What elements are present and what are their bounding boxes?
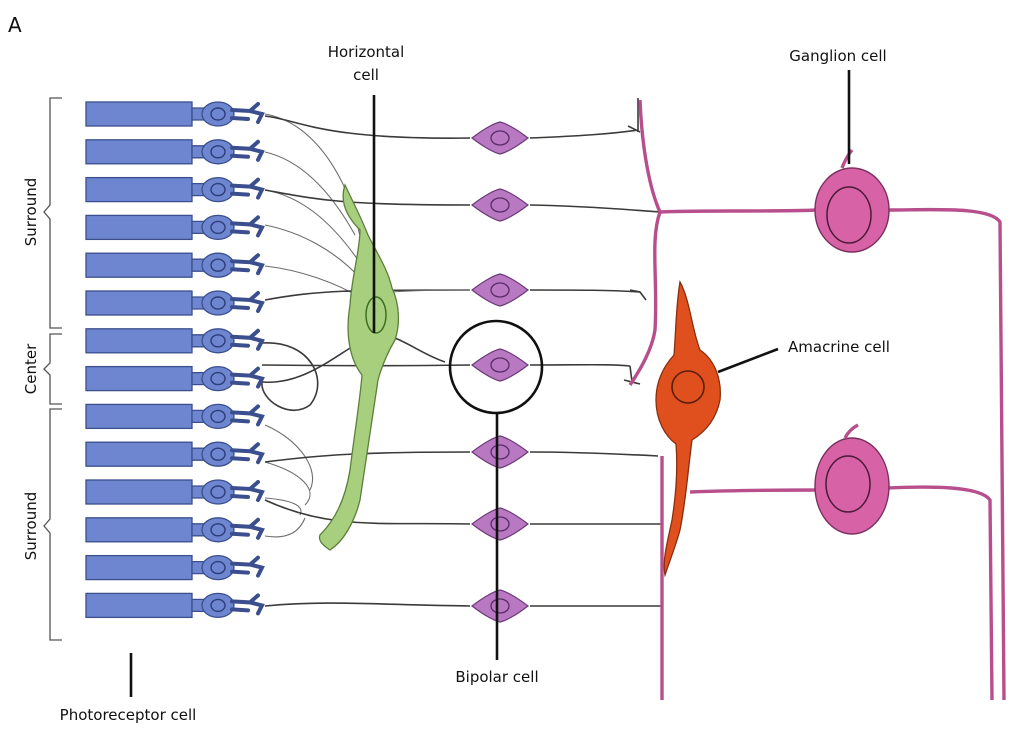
surround-bottom-bracket bbox=[44, 409, 62, 640]
bipolar-wiring bbox=[262, 98, 662, 606]
bipolar-cells bbox=[472, 122, 528, 622]
bipolar-cell bbox=[472, 274, 528, 306]
surround-bottom-label: Surround bbox=[22, 492, 40, 560]
photoreceptor-cell bbox=[86, 329, 262, 353]
bipolar-cell bbox=[472, 349, 528, 381]
ganglion-cell-label: Ganglion cell bbox=[789, 47, 886, 65]
photoreceptor-cell bbox=[86, 291, 262, 315]
horizontal-cell-label-line2: cell bbox=[353, 66, 379, 84]
amacrine-cell bbox=[656, 282, 720, 575]
surround-top-label: Surround bbox=[22, 178, 40, 246]
photoreceptor-cell bbox=[86, 518, 262, 542]
surround-top-bracket bbox=[44, 98, 62, 328]
center-label: Center bbox=[22, 343, 40, 394]
bipolar-cell bbox=[472, 508, 528, 540]
photoreceptor-cell-label: Photoreceptor cell bbox=[60, 706, 197, 724]
photoreceptor-cell bbox=[86, 367, 262, 391]
photoreceptor-cell bbox=[86, 140, 262, 164]
photoreceptor-cell bbox=[86, 480, 262, 504]
center-bracket bbox=[44, 334, 62, 404]
amacrine-cell-label: Amacrine cell bbox=[788, 338, 890, 356]
horizontal-process-center bbox=[395, 338, 445, 362]
bipolar-cell-label: Bipolar cell bbox=[455, 668, 538, 686]
photoreceptor-cell bbox=[86, 178, 262, 202]
panel-label: A bbox=[8, 13, 22, 37]
photoreceptor-cell bbox=[86, 593, 262, 617]
bipolar-cell bbox=[472, 189, 528, 221]
horizontal-cell-label-line1: Horizontal bbox=[328, 43, 405, 61]
horizontal-cell bbox=[319, 185, 398, 550]
bipolar-cell bbox=[472, 436, 528, 468]
bipolar-cell bbox=[472, 590, 528, 622]
photoreceptor-column bbox=[86, 102, 262, 617]
ganglion-axons bbox=[888, 210, 1004, 700]
ganglion-cell-top bbox=[815, 150, 889, 252]
amacrine-cell-pointer bbox=[718, 349, 778, 372]
photoreceptor-cell bbox=[86, 215, 262, 239]
ganglion-cell-bottom bbox=[815, 425, 889, 534]
photoreceptor-cell bbox=[86, 404, 262, 428]
photoreceptor-cell bbox=[86, 102, 262, 126]
receptive-field-brackets: Surround Center Surround bbox=[22, 98, 62, 640]
photoreceptor-cell bbox=[86, 253, 262, 277]
photoreceptor-cell bbox=[86, 442, 262, 466]
photoreceptor-cell bbox=[86, 556, 262, 580]
bipolar-cell bbox=[472, 122, 528, 154]
